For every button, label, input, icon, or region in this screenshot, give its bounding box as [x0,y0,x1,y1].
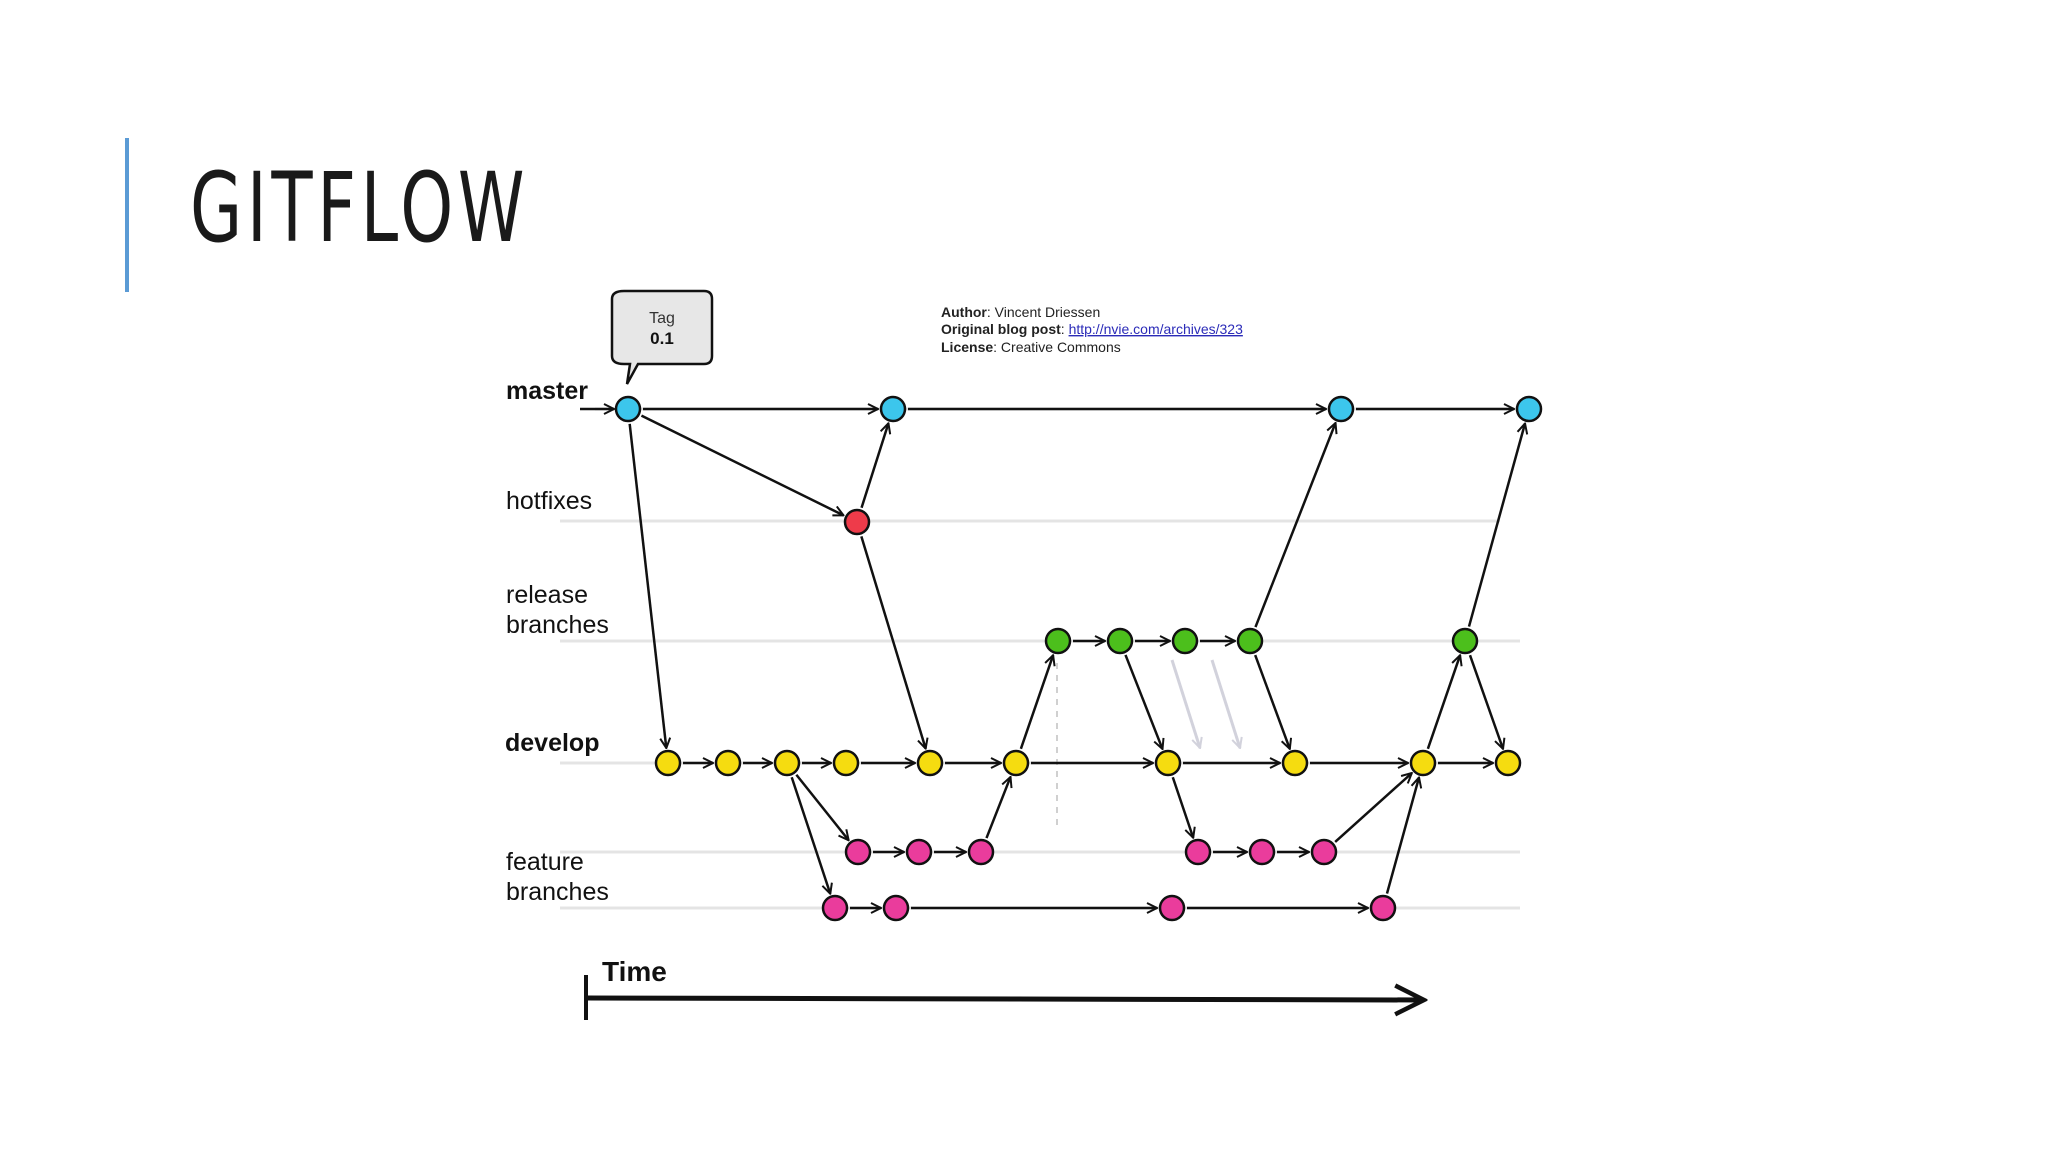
lane-guides [560,407,1520,910]
lane-label-release-line2: branches [506,611,609,639]
release-commit-r4 [1236,627,1264,655]
title-accent-bar [125,138,129,292]
feature-commit-fc3 [1158,894,1186,922]
credit-blog-sep: : [1061,321,1069,337]
hotfix-commit-h1 [843,508,871,536]
edge-d7-fb1 [1171,776,1193,838]
release-commit-r5 [1451,627,1479,655]
time-axis-line [585,998,1424,1000]
develop-commit-d4 [832,749,860,777]
tag-version: 0.1 [650,329,674,348]
edge-m1-d1 [628,423,667,748]
slide-title: GITFLOW [190,152,530,264]
develop-commit-d7 [1154,749,1182,777]
edge-r4-d8 [1254,654,1290,749]
feature-commit-fc1 [821,894,849,922]
feature-commit-fc2 [882,894,910,922]
feature-commit-fb3 [1310,838,1338,866]
develop-commit-d5 [916,749,944,777]
credits: Author: Vincent Driessen Original blog p… [941,304,1243,355]
edge-r5-d10 [1468,654,1503,749]
feature-commit-fb1 [1184,838,1212,866]
release-commit-r3 [1171,627,1199,655]
edge-h1-d5 [860,535,925,748]
credit-blog-link[interactable]: http://nvie.com/archives/323 [1069,321,1244,337]
lane-label-develop: develop [505,729,599,757]
lane-label-feature-line1: feature [506,848,584,876]
time-label: Time [602,956,667,987]
feature-commit-fa2 [905,838,933,866]
edge-fb3-d9 [1334,773,1412,843]
develop-commit-d9 [1409,749,1437,777]
edge-r2-d7 [1124,654,1162,749]
credit-author-value: : Vincent Driessen [987,304,1100,320]
credit-blog-label: Original blog post [941,321,1061,337]
edge-m1-h1 [640,414,843,517]
credit-author-label: Author [941,304,987,320]
release-commit-r2 [1106,627,1134,655]
edge-r4-m3 [1254,423,1335,628]
develop-commit-d8 [1281,749,1309,777]
master-commit-m1 [614,395,642,423]
edge-d6-r1 [1019,655,1053,750]
lane-label-release-line1: release [506,581,588,609]
edge-d9-r5 [1426,655,1460,750]
feature-commit-fc4 [1369,894,1397,922]
lane-label-feature-line2: branches [506,878,609,906]
tag-label: Tag [649,310,675,327]
master-commit-m4 [1515,395,1543,423]
feature-commit-fa1 [844,838,872,866]
develop-commit-d3 [773,749,801,777]
develop-commit-d2 [714,749,742,777]
develop-commit-d1 [654,749,682,777]
tag-callout-bubble [610,289,714,385]
credit-blog: Original blog post: http://nvie.com/arch… [941,321,1243,337]
time-axis: Time [584,956,1424,1020]
edge-h1-m2 [860,423,889,509]
credit-license-value: : Creative Commons [993,339,1121,355]
edge-d3-fc1 [790,776,831,894]
lane-label-master: master [506,377,588,405]
faint-merge-arrows [1170,659,1240,748]
develop-commit-d10 [1494,749,1522,777]
feature-commit-fa3 [967,838,995,866]
lane-label-hotfixes: hotfixes [506,487,592,515]
commit-edges [628,409,1525,908]
credit-license-label: License [941,339,993,355]
tag-callout: Tag 0.1 [610,289,714,385]
master-commit-m2 [879,395,907,423]
feature-commit-fb2 [1248,838,1276,866]
develop-commit-d6 [1002,749,1030,777]
release-commit-r1 [1044,627,1072,655]
edge-fc4-d9 [1385,777,1419,894]
master-commit-m3 [1327,395,1355,423]
commit-nodes [614,395,1543,922]
edge-d3-fa1 [795,773,848,841]
credit-license: License: Creative Commons [941,339,1121,355]
edge-r5-m4 [1467,423,1525,627]
edge-fa3-d6 [985,777,1010,839]
credit-author: Author: Vincent Driessen [941,304,1100,320]
